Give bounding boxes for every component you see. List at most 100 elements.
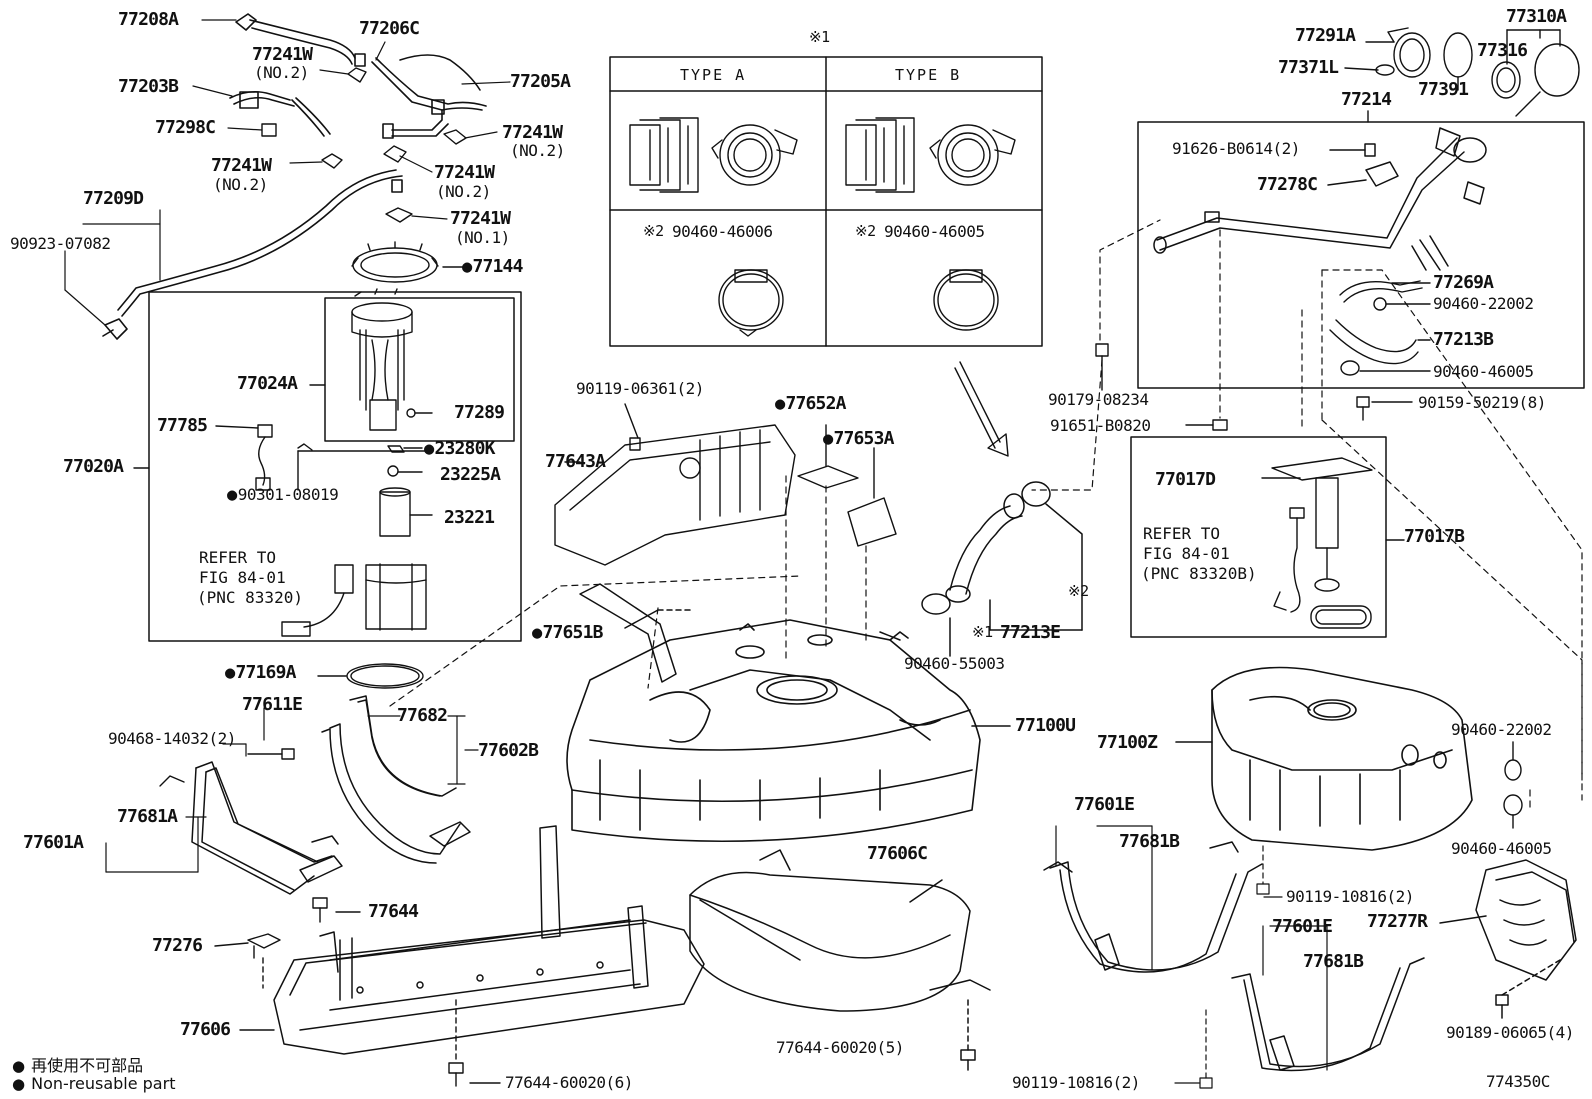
strap-77681B-a xyxy=(1043,841,1263,973)
label-90119-10816-a: 90119-10816(2) xyxy=(1286,887,1414,906)
strap-77681B-b xyxy=(1231,957,1425,1072)
leader-lines-right-straps xyxy=(1055,825,1328,1089)
diagram-reference-code: 774350C xyxy=(1486,1072,1550,1091)
label-91626-B0614: 91626-B0614(2) xyxy=(1172,139,1300,158)
label-77017B: 77017B xyxy=(1404,526,1465,547)
filler-hose-77213E xyxy=(879,481,1083,657)
vent-hoses xyxy=(102,13,487,340)
bolt-77611E xyxy=(159,748,295,787)
inset-mark2-a: ※2 xyxy=(643,222,664,240)
label-77278C: 77278C xyxy=(1257,174,1318,195)
clamp-type-b-drawing xyxy=(845,117,1016,331)
legend-en: ●Non-reusable part xyxy=(12,1074,175,1093)
label-77214: 77214 xyxy=(1341,89,1392,110)
refer-note-right-3: (PNC 83320B) xyxy=(1141,564,1257,583)
leader-lines-topleft xyxy=(64,19,511,326)
refer-note-right-1: REFER TO xyxy=(1143,524,1221,543)
inset-mark2-b: ※2 xyxy=(855,222,876,240)
label-77241W-c-no: (NO.2) xyxy=(213,175,268,194)
label-77681A: 77681A xyxy=(117,806,178,827)
label-77241W-b: 77241W xyxy=(502,122,563,143)
label-77144: 77144 xyxy=(462,258,523,276)
legend-bullet-en: ● xyxy=(12,1075,26,1093)
label-77652A: 77652A xyxy=(775,395,846,413)
clamp-type-a-drawing xyxy=(629,117,798,337)
sender-gauge xyxy=(1261,457,1405,629)
label-77316: 77316 xyxy=(1477,40,1528,61)
label-77209D: 77209D xyxy=(83,188,144,209)
skid-plate-77606 xyxy=(273,825,705,1055)
label-77681B-a: 77681B xyxy=(1119,831,1180,852)
label-77601E-a: 77601E xyxy=(1074,794,1135,815)
label-77606: 77606 xyxy=(180,1019,231,1040)
protector-77643A xyxy=(554,403,796,566)
filler-cap-parts xyxy=(1344,27,1580,123)
inset-type-a-heading: TYPE A xyxy=(680,66,747,84)
label-77241W-b-no: (NO.2) xyxy=(510,141,565,160)
label-90460-46005-a: 90460-46005 xyxy=(1433,362,1534,381)
fuel-tank-77100Z xyxy=(1175,666,1473,851)
label-77682: 77682 xyxy=(397,705,448,726)
label-mark2-hose: ※2 xyxy=(1068,582,1089,600)
label-77391: 77391 xyxy=(1418,79,1469,100)
label-77203B: 77203B xyxy=(118,76,179,97)
label-90460-55003: 90460-55003 xyxy=(904,654,1005,673)
bolt-77644-left xyxy=(312,897,361,923)
label-77213E-mark: ※1 xyxy=(972,623,993,641)
label-77241W-e: 77241W xyxy=(450,208,511,229)
label-77020A: 77020A xyxy=(63,456,124,477)
strap-77681A xyxy=(191,761,343,895)
label-90460-22002-a: 90460-22002 xyxy=(1433,294,1534,313)
label-77644-60020-5: 77644-60020(5) xyxy=(776,1038,904,1057)
refer-note-left-2: FIG 84-01 xyxy=(199,568,286,587)
label-77611E: 77611E xyxy=(242,694,303,715)
label-77206C: 77206C xyxy=(359,18,420,39)
label-77653A: 77653A xyxy=(823,430,894,448)
label-77371L: 77371L xyxy=(1278,57,1339,78)
inset-part-b: 90460-46005 xyxy=(884,222,985,241)
dashed-guides-center xyxy=(389,475,867,707)
label-77651B: 77651B xyxy=(532,624,603,642)
dashed-guides-right xyxy=(1031,219,1583,811)
label-90468-14032: 90468-14032(2) xyxy=(108,729,236,748)
label-mark1-inset: ※1 xyxy=(809,28,830,46)
refer-note-right-2: FIG 84-01 xyxy=(1143,544,1230,563)
label-90159-50219: 90159-50219(8) xyxy=(1418,393,1546,412)
refer-note-left-1: REFER TO xyxy=(199,548,277,567)
label-90923-07082: 90923-07082 xyxy=(10,234,111,253)
breather-hoses xyxy=(1329,280,1431,376)
label-77208A: 77208A xyxy=(118,9,179,30)
gasket-77169A xyxy=(317,663,424,689)
pad-77653A xyxy=(847,447,897,547)
strap-77682 xyxy=(321,695,471,864)
label-77643A: 77643A xyxy=(545,451,606,472)
label-77241W-a-no: (NO.2) xyxy=(254,63,309,82)
label-77269A: 77269A xyxy=(1433,272,1494,293)
tank-protector-77606C xyxy=(689,849,991,1071)
filler-pipe-77214 xyxy=(1153,127,1487,271)
label-77241W-e-no: (NO.1) xyxy=(455,228,510,247)
label-77289: 77289 xyxy=(454,402,505,423)
label-91651-B0820: 91651-B0820 xyxy=(1050,416,1151,435)
label-90460-22002-b: 90460-22002 xyxy=(1451,720,1552,739)
label-90119-06361: 90119-06361(2) xyxy=(576,379,704,398)
tank-clamps-right xyxy=(1503,741,1523,829)
label-90301-08019: 90301-08019 xyxy=(227,487,339,504)
label-77100U: 77100U xyxy=(1015,715,1076,736)
label-77213E: 77213E xyxy=(1000,622,1061,643)
pump-small-parts xyxy=(133,384,433,637)
label-90179-08234: 90179-08234 xyxy=(1048,390,1149,409)
label-77785: 77785 xyxy=(157,415,208,436)
label-90119-10816-b: 90119-10816(2) xyxy=(1012,1073,1140,1092)
pump-inner-box xyxy=(324,297,515,442)
fuel-pump-module xyxy=(351,288,413,431)
label-90189-06065: 90189-06065(4) xyxy=(1446,1023,1574,1042)
bracket-77276 xyxy=(214,933,281,989)
lock-ring-77144 xyxy=(351,241,463,283)
label-77644: 77644 xyxy=(368,901,419,922)
legend-bullet-jp: ● xyxy=(12,1057,26,1075)
label-77024A: 77024A xyxy=(237,373,298,394)
label-77298C: 77298C xyxy=(155,117,216,138)
